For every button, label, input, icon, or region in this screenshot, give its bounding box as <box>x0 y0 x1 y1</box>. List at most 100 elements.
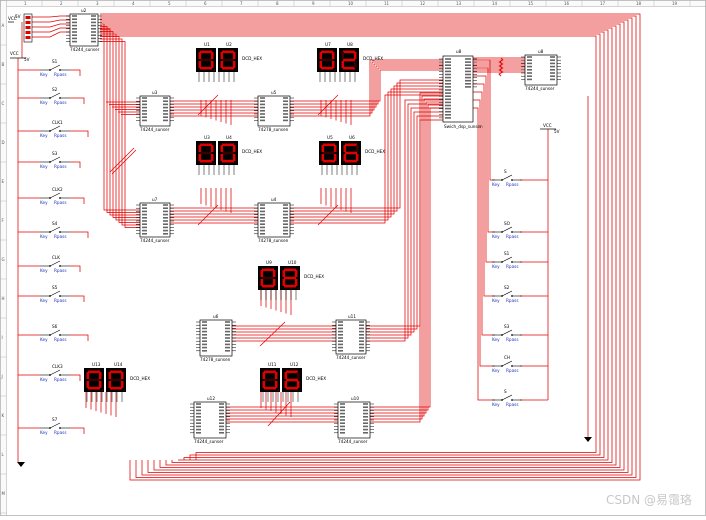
digit-segment <box>319 52 323 59</box>
digit-segment <box>86 381 90 388</box>
ic-pin-label <box>142 213 147 216</box>
digit-dot <box>356 69 359 72</box>
switch-contact <box>59 427 61 429</box>
switch-label: S <box>504 169 507 174</box>
wire <box>100 35 597 460</box>
digit-segment <box>198 145 202 152</box>
display-tag: U11 <box>268 362 277 367</box>
ic-pin-label <box>225 327 230 330</box>
digit-dot <box>213 162 216 165</box>
digit-segment <box>86 372 90 379</box>
switch-blade <box>501 174 513 181</box>
digit-segment <box>88 370 100 374</box>
ic-pin-label <box>465 61 471 63</box>
ic-pin-label <box>283 210 288 213</box>
digit-segment <box>198 52 202 59</box>
switch-key-label: Key <box>40 72 48 77</box>
switch-contact <box>501 295 503 297</box>
display-tag: U3 <box>204 135 210 140</box>
ic-pin-label <box>163 210 168 213</box>
digit-segment <box>296 381 300 388</box>
digit-segment <box>274 372 278 379</box>
dip-switch-header <box>23 13 33 43</box>
ruler-letter: D <box>2 140 5 145</box>
ic-pin-label <box>283 226 288 229</box>
ic-pin-label <box>163 220 168 222</box>
display-tag: U7 <box>325 42 331 47</box>
wire <box>70 161 81 168</box>
display-tag: U13 <box>92 362 101 367</box>
v5-label-top: 5V <box>15 14 21 19</box>
digit-segment <box>220 145 224 152</box>
switch-key-label: Key <box>40 430 48 435</box>
digit-segment <box>343 50 355 54</box>
big-chip: Swich_dsp_sunsen u8 <box>439 49 483 129</box>
switch-contact <box>59 231 61 233</box>
switch-blade <box>49 369 61 376</box>
ic-pin-label <box>340 432 345 434</box>
wire <box>70 427 85 434</box>
digit-segment <box>222 151 234 155</box>
wire <box>473 83 495 297</box>
ruler-number: 18 <box>636 1 642 6</box>
digit-segment <box>262 372 266 379</box>
ic-pin-label <box>363 428 368 431</box>
switch-key-label: Key <box>492 264 500 269</box>
wire <box>111 149 137 175</box>
ic-pin-label <box>142 210 147 213</box>
ic-pin-label <box>225 330 230 333</box>
wire <box>70 197 85 204</box>
digit-segment <box>284 381 288 388</box>
ic-pin-label <box>72 21 77 24</box>
ic-pin-label <box>359 340 364 342</box>
ic-pin-label <box>465 76 471 79</box>
switch-rpass-label: Rpass <box>54 430 67 435</box>
switch-label: S2 <box>504 285 510 290</box>
ic-pin-label <box>219 416 224 418</box>
switch-label: SO <box>504 221 511 226</box>
ic-pin-label <box>359 343 364 346</box>
ground-icon <box>17 462 25 467</box>
digit-segment <box>321 66 333 70</box>
ic-pin-label <box>260 229 265 232</box>
wire <box>70 97 85 104</box>
ic-pin-label <box>219 422 224 424</box>
ic-pin-label <box>202 330 207 333</box>
digit-segment <box>232 154 236 161</box>
ic-tag: u7 <box>152 197 158 202</box>
ruler-number: 12 <box>420 1 426 6</box>
wire <box>259 321 286 347</box>
ic-part: 74244_sunser <box>338 439 368 444</box>
digit-segment <box>321 145 325 152</box>
ic-pin-label <box>283 233 288 235</box>
switch-label: S1 <box>52 59 58 64</box>
wire <box>109 147 135 173</box>
digit-segment <box>110 386 122 390</box>
ruler-letter: H <box>2 296 5 301</box>
ic-pin-label <box>527 65 532 68</box>
switch-key-label: Key <box>40 164 48 169</box>
ic-pin-label <box>465 58 471 60</box>
ic-pin-label <box>283 110 288 112</box>
digit-segment <box>232 145 236 152</box>
ic-pin-label <box>163 106 168 109</box>
switch-blade <box>49 290 61 297</box>
digit-segment <box>108 381 112 388</box>
digit-dot <box>277 389 280 392</box>
switch-label: S3 <box>52 151 58 156</box>
wire <box>100 31 140 218</box>
wire <box>70 265 81 272</box>
wire <box>100 17 633 476</box>
ic-pin-label <box>142 233 147 235</box>
ic-pin-label <box>445 76 451 79</box>
switch-key-label: Key <box>40 234 48 239</box>
switch-blade <box>501 329 513 336</box>
